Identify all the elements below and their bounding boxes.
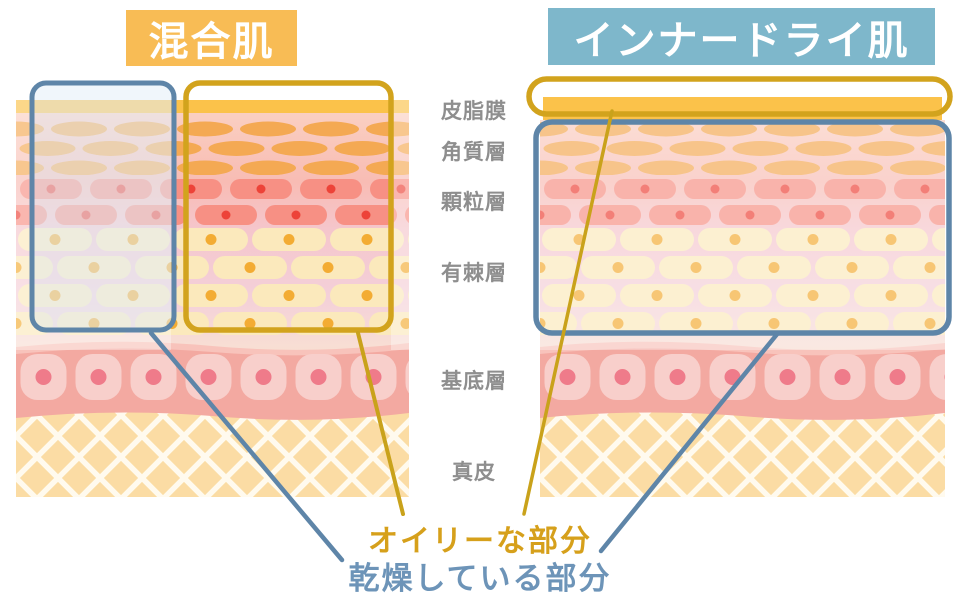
label-dermis: 真皮 bbox=[452, 461, 496, 484]
title-combination-skin: 混合肌 bbox=[126, 10, 297, 66]
left-spinous-layer bbox=[16, 228, 409, 340]
right-spinous-layer bbox=[540, 228, 945, 340]
oily-callout-line-right bbox=[522, 109, 614, 516]
callout-lines bbox=[148, 109, 781, 563]
left-granular-layer bbox=[16, 179, 409, 227]
legend-oily-part: オイリーな部分 bbox=[368, 525, 592, 558]
label-basal-layer: 基底層 bbox=[441, 370, 507, 393]
dry-zone-outline-right bbox=[533, 119, 952, 336]
dry-callout-line-left bbox=[148, 330, 345, 563]
label-stratum-corneum: 角質層 bbox=[441, 141, 507, 164]
dry-zone-outline-left bbox=[29, 80, 177, 333]
label-granular-layer: 顆粒層 bbox=[441, 191, 507, 214]
left-skin-diagram bbox=[16, 80, 409, 497]
dry-callout-line-right bbox=[598, 330, 781, 554]
right-granular-layer bbox=[540, 179, 945, 227]
oily-callout-line-left bbox=[356, 331, 405, 516]
left-sebum-band bbox=[16, 100, 409, 113]
oily-zone-outline-left bbox=[183, 80, 394, 333]
oily-zone-outline-right bbox=[526, 76, 953, 117]
legend-dry-part: 乾燥している部分 bbox=[348, 561, 612, 596]
label-spinous-layer: 有棘層 bbox=[441, 262, 507, 285]
title-inner-dry-skin: インナードライ肌 bbox=[548, 8, 935, 65]
right-skin-diagram bbox=[526, 76, 953, 497]
left-corneum-layer bbox=[16, 119, 409, 175]
label-sebum-film: 皮脂膜 bbox=[441, 100, 507, 123]
